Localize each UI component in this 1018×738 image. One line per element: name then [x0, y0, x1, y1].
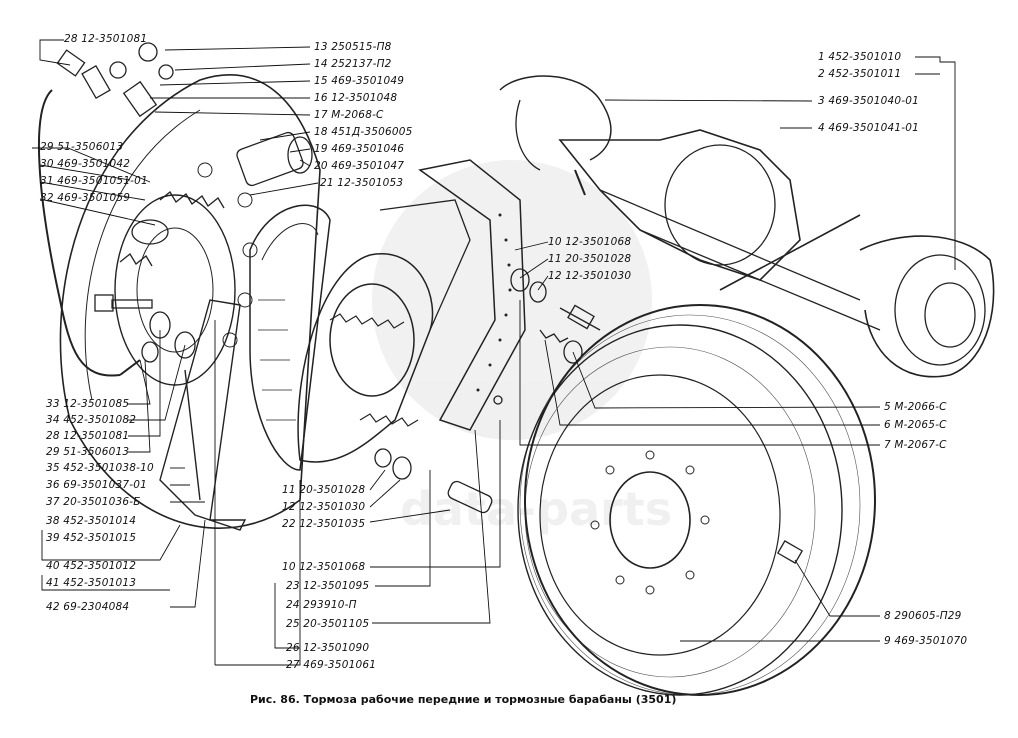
label-1: 1 452-3501010: [818, 51, 901, 63]
label-38: 38 452-3501014: [46, 515, 136, 527]
brake-line: [37, 89, 141, 377]
adjuster-parts: [374, 268, 601, 514]
anchor-plate: [159, 299, 247, 531]
label-10-bottom: 10 12-3501068: [282, 561, 365, 573]
label-4: 4 469-3501041-01: [818, 122, 919, 134]
bolts-lower-left: [94, 294, 196, 363]
backing-plate: [59, 74, 321, 529]
label-5: 5 М-2066-С: [884, 401, 947, 413]
label-17: 17 М-2068-С: [314, 109, 384, 121]
wheel-cylinder: [119, 131, 313, 267]
label-29-top: 29 51-3506013: [40, 141, 123, 153]
label-19: 19 469-3501046: [314, 143, 404, 155]
label-33: 33 12-3501085: [46, 398, 129, 410]
label-28-top: 28 12-3501081: [64, 33, 147, 45]
label-31: 31 469-3501051-01: [40, 175, 148, 187]
label-41: 41 452-3501013: [46, 577, 136, 589]
part-labels: 28 12-3501081 13 250515-П8 14 252137-П2 …: [40, 33, 967, 671]
label-8: 8 290605-П29: [884, 610, 962, 622]
label-36: 36 69-3501037-01: [46, 479, 147, 491]
label-27: 27 469-3501061: [286, 659, 376, 671]
label-15: 15 469-3501049: [314, 75, 404, 87]
figure-caption: Рис. 86. Тормоза рабочие передние и торм…: [250, 693, 676, 706]
label-39: 39 452-3501015: [46, 532, 136, 544]
label-34: 34 452-3501082: [46, 414, 136, 426]
label-13: 13 250515-П8: [314, 41, 392, 53]
label-12-mid: 12 12-3501030: [548, 270, 631, 282]
label-11-bottom: 11 20-3501028: [282, 484, 365, 496]
label-24: 24 293910-П: [286, 599, 357, 611]
label-9: 9 469-3501070: [884, 635, 967, 647]
label-3: 3 469-3501040-01: [818, 95, 919, 107]
label-32: 32 469-3501059: [40, 192, 130, 204]
label-28-bottom: 28 12-3501081: [46, 430, 129, 442]
label-29-bottom: 29 51-3506013: [46, 446, 129, 458]
label-37: 37 20-3501036-Б: [46, 496, 141, 508]
label-14: 14 252137-П2: [314, 58, 392, 70]
label-20: 20 469-3501047: [314, 160, 404, 172]
axle-assembly: [499, 75, 995, 378]
label-16: 16 12-3501048: [314, 92, 397, 104]
brake-shoe-right: [418, 159, 526, 431]
label-11-mid: 11 20-3501028: [548, 253, 631, 265]
label-7: 7 М-2067-С: [884, 439, 947, 451]
watermark: data-parts: [372, 160, 672, 536]
brake-shoe-assembly: [297, 199, 471, 463]
label-23: 23 12-3501095: [286, 580, 369, 592]
label-12-bottom: 12 12-3501030: [282, 501, 365, 513]
label-21: 21 12-3501053: [320, 177, 403, 189]
watermark-text: data-parts: [400, 482, 672, 536]
label-42: 42 69-2304084: [46, 601, 129, 613]
label-6: 6 М-2065-С: [884, 419, 947, 431]
label-22: 22 12-3501035: [282, 518, 365, 530]
label-2: 2 452-3501011: [818, 68, 901, 80]
label-26: 26 12-3501090: [286, 642, 369, 654]
label-10-mid: 10 12-3501068: [548, 236, 631, 248]
brake-shoe-left: [249, 204, 331, 471]
brake-drum: [517, 304, 876, 696]
label-30: 30 469-3501042: [40, 158, 130, 170]
label-40: 40 452-3501012: [46, 560, 136, 572]
label-18: 18 451Д-3506005: [314, 126, 413, 138]
fittings-cluster: [56, 42, 174, 118]
label-35: 35 452-3501038-10: [46, 462, 154, 474]
label-25: 25 20-3501105: [286, 618, 369, 630]
leader-lines: [32, 39, 956, 666]
